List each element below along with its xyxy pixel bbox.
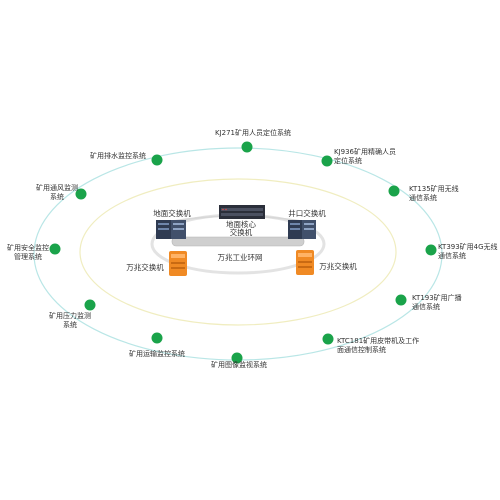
system-node-dot [241,141,253,153]
gigabit-switch-left-label: 万兆交换机 [126,262,164,272]
system-label: 矿用安全监控 [7,243,49,252]
system-label: KT393矿用4G无线 [438,242,498,251]
ring-network-pipe [171,236,305,247]
gigabit-switch-right [296,250,314,275]
system-label: KJ936矿用精确人员 [334,147,396,156]
gigabit-switch-left [169,251,187,276]
system-label: 矿用运输监控系统 [129,349,185,358]
ring-network-label: 万兆工业环网 [218,252,263,262]
system-node: 矿用运输监控系统 [129,332,185,358]
system-node-dot [151,332,163,344]
system-label: KTC181矿用皮带机及工作 [337,336,419,345]
system-node-dot [321,155,333,167]
system-label: 定位系统 [334,156,362,165]
inner-ring [79,178,397,326]
system-label: 矿用图像监视系统 [211,360,267,369]
core-switch-label-line1: 地面核心 [226,219,256,229]
system-node-dot [395,294,407,306]
system-node: KJ271矿用人员定位系统 [215,128,291,153]
system-label: KT135矿用无线 [409,184,459,193]
system-node-dot [388,185,400,197]
system-label: 通信系统 [409,193,437,202]
system-node: 矿用排水监控系统 [90,151,163,166]
system-node-dot [75,188,87,200]
system-label: 矿用压力监测 [49,311,91,320]
system-node-dot [49,243,61,255]
system-label: 管理系统 [14,252,42,261]
system-label: KT193矿用广播 [412,293,462,302]
core-switch [219,205,265,219]
system-label: 矿用通风监测 [36,183,78,192]
system-node: 矿用图像监视系统 [211,352,267,369]
system-label: 通信系统 [438,251,466,260]
system-label: 系统 [50,192,64,201]
system-node-dot [151,154,163,166]
system-label: 系统 [63,320,77,329]
shaft-switch-label: 井口交换机 [288,208,326,218]
system-nodes: KJ271矿用人员定位系统KJ936矿用精确人员定位系统KT135矿用无线通信系… [7,128,498,369]
system-label: 面通信控制系统 [337,345,386,354]
system-label: 通信系统 [412,302,440,311]
shaft-switch [288,220,316,239]
system-node-dot [231,352,243,364]
gigabit-switch-right-label: 万兆交换机 [319,261,357,271]
ground-switch [156,220,186,239]
system-node-dot [425,244,437,256]
system-node-dot [84,299,96,311]
system-label: KJ271矿用人员定位系统 [215,128,291,137]
system-label: 矿用排水监控系统 [90,151,146,160]
ground-switch-label: 地面交换机 [153,208,191,218]
system-node-dot [322,333,334,345]
core-switch-label-line2: 交换机 [230,227,253,237]
